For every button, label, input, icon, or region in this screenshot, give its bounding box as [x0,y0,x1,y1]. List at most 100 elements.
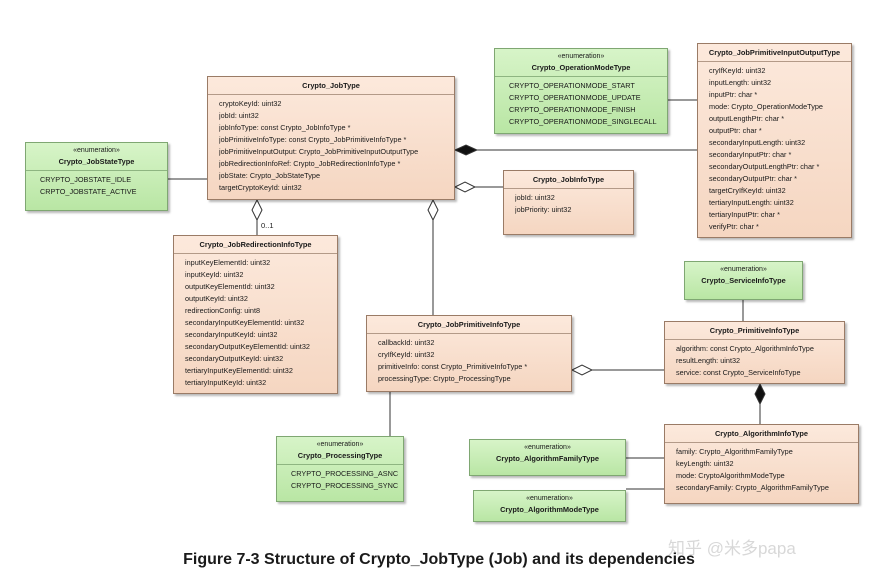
attribute: outputKeyId: uint32 [185,293,333,305]
multiplicity-label: 0..1 [261,221,274,230]
literal-list: CRYPTO_JOBSTATE_IDLE CRPTO_JOBSTATE_ACTI… [26,171,167,201]
enum-name: Crypto_AlgorithmModeType [500,505,599,514]
attribute: jobInfoType: const Crypto_JobInfoType * [219,122,450,134]
enum-name: Crypto_JobStateType [58,157,135,166]
attribute: cryIfKeyId: uint32 [378,349,567,361]
class-header: Crypto_PrimitiveInfoType [665,322,844,340]
enum-literal: CRYPTO_OPERATIONMODE_FINISH [509,105,636,114]
aggregation-diamond-redirection [251,198,263,222]
attribute: tertiaryInputKeyId: uint32 [185,377,333,389]
attribute: inputKeyElementId: uint32 [185,257,333,269]
literal-list: CRYPTO_OPERATIONMODE_START CRYPTO_OPERAT… [495,77,667,131]
stereotype-label: «enumeration» [557,53,605,60]
class-crypto-jobtype[interactable]: Crypto_JobType cryptoKeyId: uint32 jobId… [207,76,455,200]
stereotype-label: «enumeration» [526,495,573,502]
attribute: secondaryFamily: Crypto_AlgorithmFamilyT… [676,482,854,494]
attribute: jobPriority: uint32 [515,204,629,216]
attribute: tertiaryInputLength: uint32 [709,197,847,209]
enum-literal: CRYPTO_PROCESSING_SYNC [291,481,399,490]
attribute: secondaryInputKeyId: uint32 [185,329,333,341]
attribute: targetCryIfKeyId: uint32 [709,185,847,197]
enum-literal: CRYPTO_OPERATIONMODE_UPDATE [509,93,641,102]
class-header: Crypto_JobPrimitiveInputOutputType [698,44,851,62]
enum-name: Crypto_AlgorithmFamilyType [496,454,599,463]
attribute: secondaryOutputKeyElementId: uint32 [185,341,333,353]
attribute-list: inputKeyElementId: uint32 inputKeyId: ui… [174,254,337,392]
attribute: family: Crypto_AlgorithmFamilyType [676,446,854,458]
class-crypto-jobprimitiveinputoutputtype[interactable]: Crypto_JobPrimitiveInputOutputType cryIf… [697,43,852,238]
attribute: inputPtr: char * [709,89,847,101]
attribute: inputKeyId: uint32 [185,269,333,281]
attribute: redirectionConfig: uint8 [185,305,333,317]
attribute: targetCryptoKeyId: uint32 [219,182,450,194]
attribute: outputLengthPtr: char * [709,113,847,125]
attribute: tertiaryInputKeyElementId: uint32 [185,365,333,377]
class-header: Crypto_JobPrimitiveInfoType [367,316,571,334]
attribute: keyLength: uint32 [676,458,854,470]
attribute: jobState: Crypto_JobStateType [219,170,450,182]
attribute: inputLength: uint32 [709,77,847,89]
attribute-list: callbackId: uint32 cryIfKeyId: uint32 pr… [367,334,571,388]
class-crypto-jobinfotype[interactable]: Crypto_JobInfoType jobId: uint32 jobPrio… [503,170,634,235]
figure-caption: Figure 7-3 Structure of Crypto_JobType (… [183,551,695,568]
enum-header: «enumeration» Crypto_ProcessingType [277,437,403,465]
enum-crypto-algorithmmodetype[interactable]: «enumeration» Crypto_AlgorithmModeType [473,490,626,522]
attribute: secondaryInputPtr: char * [709,149,847,161]
attribute: verifyPtr: char * [709,221,847,233]
composition-diamond-io [453,144,479,156]
enum-header: «enumeration» Crypto_OperationModeType [495,49,667,77]
enum-name: Crypto_OperationModeType [531,63,631,72]
class-crypto-jobprimitiveinfotype[interactable]: Crypto_JobPrimitiveInfoType callbackId: … [366,315,572,392]
enum-header: «enumeration» Crypto_AlgorithmModeType [474,491,625,518]
class-header: Crypto_JobRedirectionInfoType [174,236,337,254]
enum-literal: CRYPTO_JOBSTATE_IDLE [40,175,132,184]
attribute: callbackId: uint32 [378,337,567,349]
attribute: resultLength: uint32 [676,355,840,367]
attribute: primitiveInfo: const Crypto_PrimitiveInf… [378,361,567,373]
attribute: jobPrimitiveInputOutput: Crypto_JobPrimi… [219,146,450,158]
aggregation-diamond-primitive [570,364,594,376]
enum-crypto-processingtype[interactable]: «enumeration» Crypto_ProcessingType CRYP… [276,436,404,502]
class-header: Crypto_AlgorithmInfoType [665,425,858,443]
enum-name: Crypto_ServiceInfoType [701,276,786,285]
class-name: Crypto_JobInfoType [532,175,605,184]
class-crypto-algorithminfotype[interactable]: Crypto_AlgorithmInfoType family: Crypto_… [664,424,859,504]
enum-crypto-algorithmfamilytype[interactable]: «enumeration» Crypto_AlgorithmFamilyType [469,439,626,476]
enum-header: «enumeration» Crypto_ServiceInfoType [685,262,802,289]
enum-literal: CRYPTO_OPERATIONMODE_SINGLECALL [509,117,657,126]
attribute: cryIfKeyId: uint32 [709,65,847,77]
class-name: Crypto_JobType [302,81,360,90]
aggregation-diamond-primitiveinfo [427,198,439,222]
class-name: Crypto_PrimitiveInfoType [709,326,800,335]
class-header: Crypto_JobType [208,77,454,95]
class-crypto-primitiveinfotype[interactable]: Crypto_PrimitiveInfoType algorithm: cons… [664,321,845,384]
attribute: secondaryOutputPtr: char * [709,173,847,185]
attribute-list: cryIfKeyId: uint32 inputLength: uint32 i… [698,62,851,236]
enum-header: «enumeration» Crypto_AlgorithmFamilyType [470,440,625,467]
composition-diamond-algorithm [754,382,766,406]
class-name: Crypto_JobPrimitiveInputOutputType [708,48,841,57]
stereotype-label: «enumeration» [524,444,571,451]
attribute: processingType: Crypto_ProcessingType [378,373,567,385]
attribute: cryptoKeyId: uint32 [219,98,450,110]
attribute: jobId: uint32 [219,110,450,122]
attribute: jobPrimitiveInfoType: const Crypto_JobPr… [219,134,450,146]
stereotype-label: «enumeration» [73,147,120,154]
enum-header: «enumeration» Crypto_JobStateType [26,143,167,171]
attribute-list: cryptoKeyId: uint32 jobId: uint32 jobInf… [208,95,454,197]
attribute: secondaryOutputLengthPtr: char * [709,161,847,173]
attribute: jobId: uint32 [515,192,629,204]
watermark: 知乎 @米多papa [668,539,796,558]
attribute-list: algorithm: const Crypto_AlgorithmInfoTyp… [665,340,844,382]
attribute: secondaryInputLength: uint32 [709,137,847,149]
enum-crypto-operationmodetype[interactable]: «enumeration» Crypto_OperationModeType C… [494,48,668,134]
attribute-list: family: Crypto_AlgorithmFamilyType keyLe… [665,443,858,497]
attribute: service: const Crypto_ServiceInfoType [676,367,840,379]
class-crypto-jobredirectioninfotype[interactable]: Crypto_JobRedirectionInfoType inputKeyEl… [173,235,338,394]
enum-crypto-jobstatetype[interactable]: «enumeration» Crypto_JobStateType CRYPTO… [25,142,168,211]
enum-crypto-serviceinfotype[interactable]: «enumeration» Crypto_ServiceInfoType [684,261,803,300]
class-name: Crypto_JobPrimitiveInfoType [417,320,521,329]
attribute-list: jobId: uint32 jobPriority: uint32 [504,189,633,219]
enum-literal: CRYPTO_PROCESSING_ASNC [291,469,399,478]
